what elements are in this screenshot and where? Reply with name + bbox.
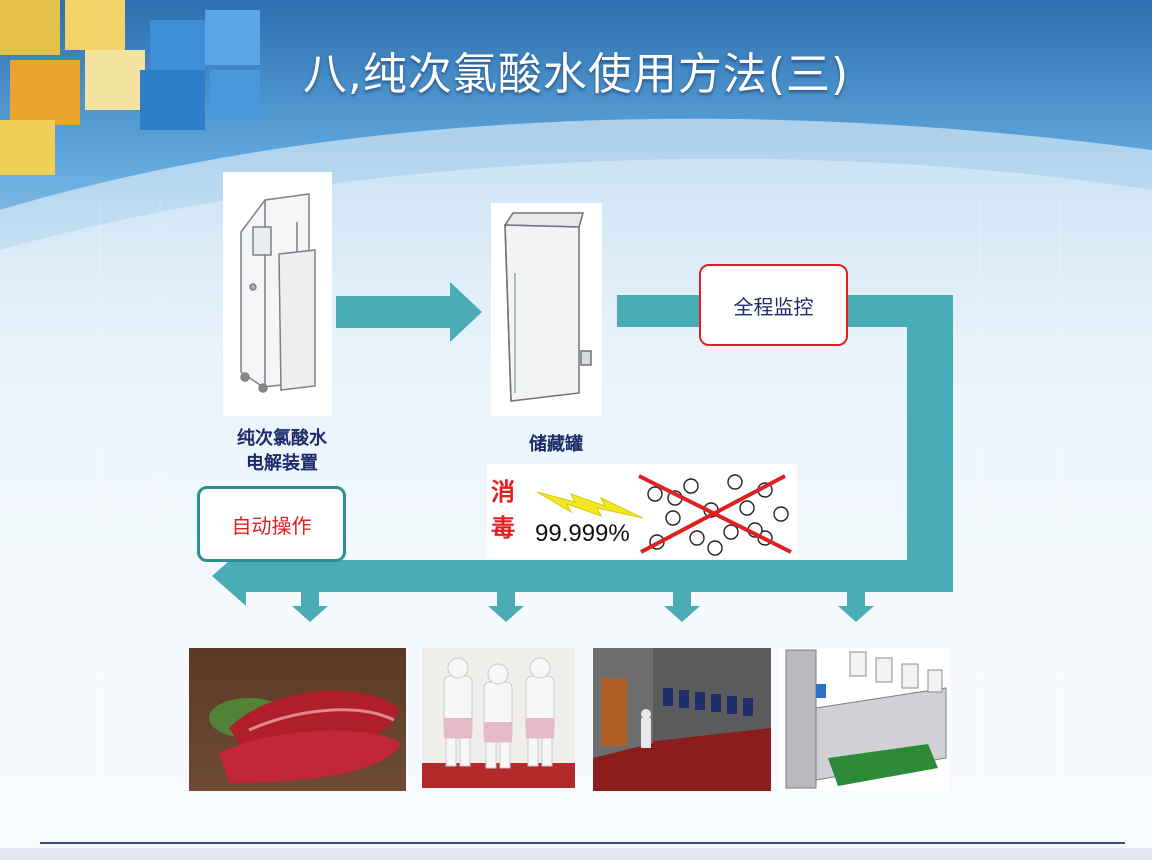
monitoring-callout-text: 全程监控 [733, 294, 814, 319]
washing-station-image [785, 649, 947, 789]
storage-tank-icon [503, 212, 592, 402]
down-arrow [488, 592, 524, 622]
facility-image [593, 648, 771, 791]
facility-photo [593, 648, 771, 791]
auto-operation-callout-text: 自动操作 [231, 513, 312, 538]
footer-divider [40, 842, 1125, 844]
slide-title: 八,纯次氯酸水使用方法(三) [302, 49, 850, 100]
flow-arrow-to-tank [336, 282, 482, 342]
disinfection-rate: 99.999% [535, 520, 630, 547]
electrolysis-device-label: 纯次氯酸水 电解装置 [212, 426, 352, 476]
down-arrow [838, 592, 874, 622]
disinfect-char-1: 消 [491, 478, 515, 506]
down-arrow [664, 592, 700, 622]
washing-station-photo [778, 648, 950, 791]
electrolysis-label-line2: 电解装置 [246, 453, 318, 474]
workers-photo [422, 648, 575, 788]
disinfect-char-2: 毒 [491, 514, 515, 542]
meat-image [209, 690, 401, 783]
down-arrow [292, 592, 328, 622]
disinfection-graphic: 消 毒 99.999% [487, 464, 797, 558]
lightning-icon [536, 491, 644, 519]
electrolysis-device-icon [240, 193, 316, 393]
monitoring-callout: 全程监控 [699, 264, 848, 346]
meat-photo [189, 648, 406, 791]
footer-bar [0, 848, 1152, 860]
storage-tank-label: 储藏罐 [529, 434, 583, 455]
bacteria-crossed-icon [638, 474, 792, 556]
storage-tank-image [491, 203, 602, 416]
cube-decoration [0, 0, 260, 175]
workers-image [422, 657, 575, 788]
electrolysis-device-image [223, 172, 332, 416]
electrolysis-label-line1: 纯次氯酸水 [237, 428, 327, 449]
auto-operation-callout: 自动操作 [197, 486, 346, 562]
